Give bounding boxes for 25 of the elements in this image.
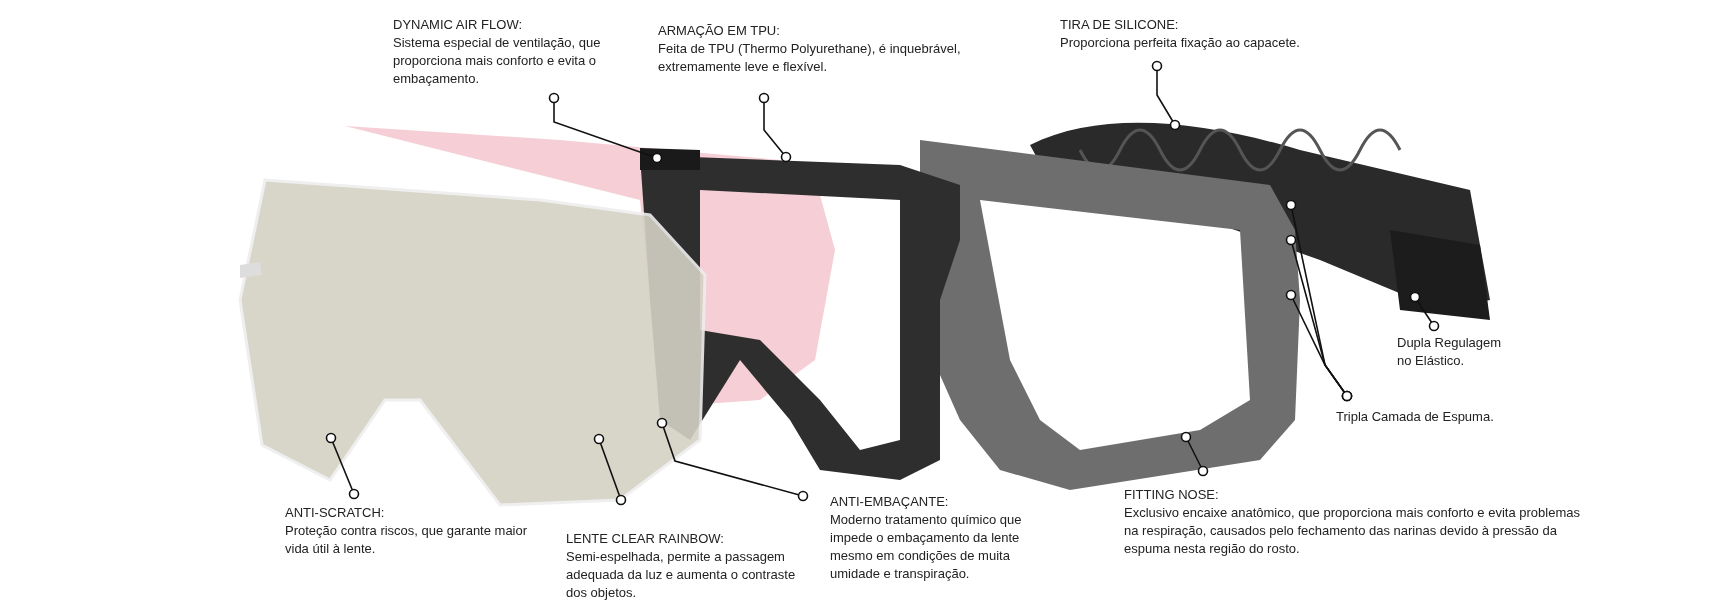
callout-text: Sistema especial de ventilação, que proporciona mais conforto e evita o embaçamento. — [393, 34, 602, 88]
callout-text: Proteção contra riscos, que garante maior vida útil à lente. — [285, 522, 529, 558]
callout-heading: ANTI-SCRATCH: — [285, 504, 386, 522]
callout-heading: ANTI-EMBAÇANTE: — [830, 493, 950, 511]
callout-text: Feita de TPU (Thermo Polyurethane), é inquebrável, extremamente leve e flexível. — [658, 40, 962, 76]
leader-line — [1285, 289, 1353, 402]
callout-text: Semi-espelhada, permite a passagem adequada da luz e aumenta o contraste dos objetos. — [566, 548, 797, 600]
callout-heading: TIRA DE SILICONE: — [1060, 16, 1180, 34]
leader-line — [1151, 60, 1181, 131]
callout-heading: LENTE CLEAR RAINBOW: — [566, 530, 725, 548]
callout-text: Exclusivo encaixe anatômico, que proporciona mais conforto e evita problemas na respiração, causados pelo fechamento das narinas devido à pressão da espuma nesta região do rosto. — [1124, 504, 1581, 558]
callout-heading: FITTING NOSE: — [1124, 486, 1220, 504]
leader-line — [325, 432, 360, 500]
leader-line — [758, 92, 792, 163]
leader-line — [1180, 431, 1209, 477]
callout-text: Dupla Regulagem no Elástico. — [1397, 334, 1503, 370]
callout-heading: ARMAÇÃO EM TPU: — [658, 22, 781, 40]
leader-line — [656, 417, 809, 502]
leader-line — [1409, 291, 1440, 332]
leader-line — [548, 92, 663, 164]
leader-line — [593, 433, 627, 506]
callout-heading: DYNAMIC AIR FLOW: — [393, 16, 524, 34]
callout-text: Tripla Camada de Espuma. — [1336, 408, 1495, 426]
callout-text: Moderno tratamento químico que impede o embaçamento da lente mesmo em condições de muita umidade e transpiração. — [830, 511, 1023, 583]
callout-text: Proporciona perfeita fixação ao capacete. — [1060, 34, 1301, 52]
